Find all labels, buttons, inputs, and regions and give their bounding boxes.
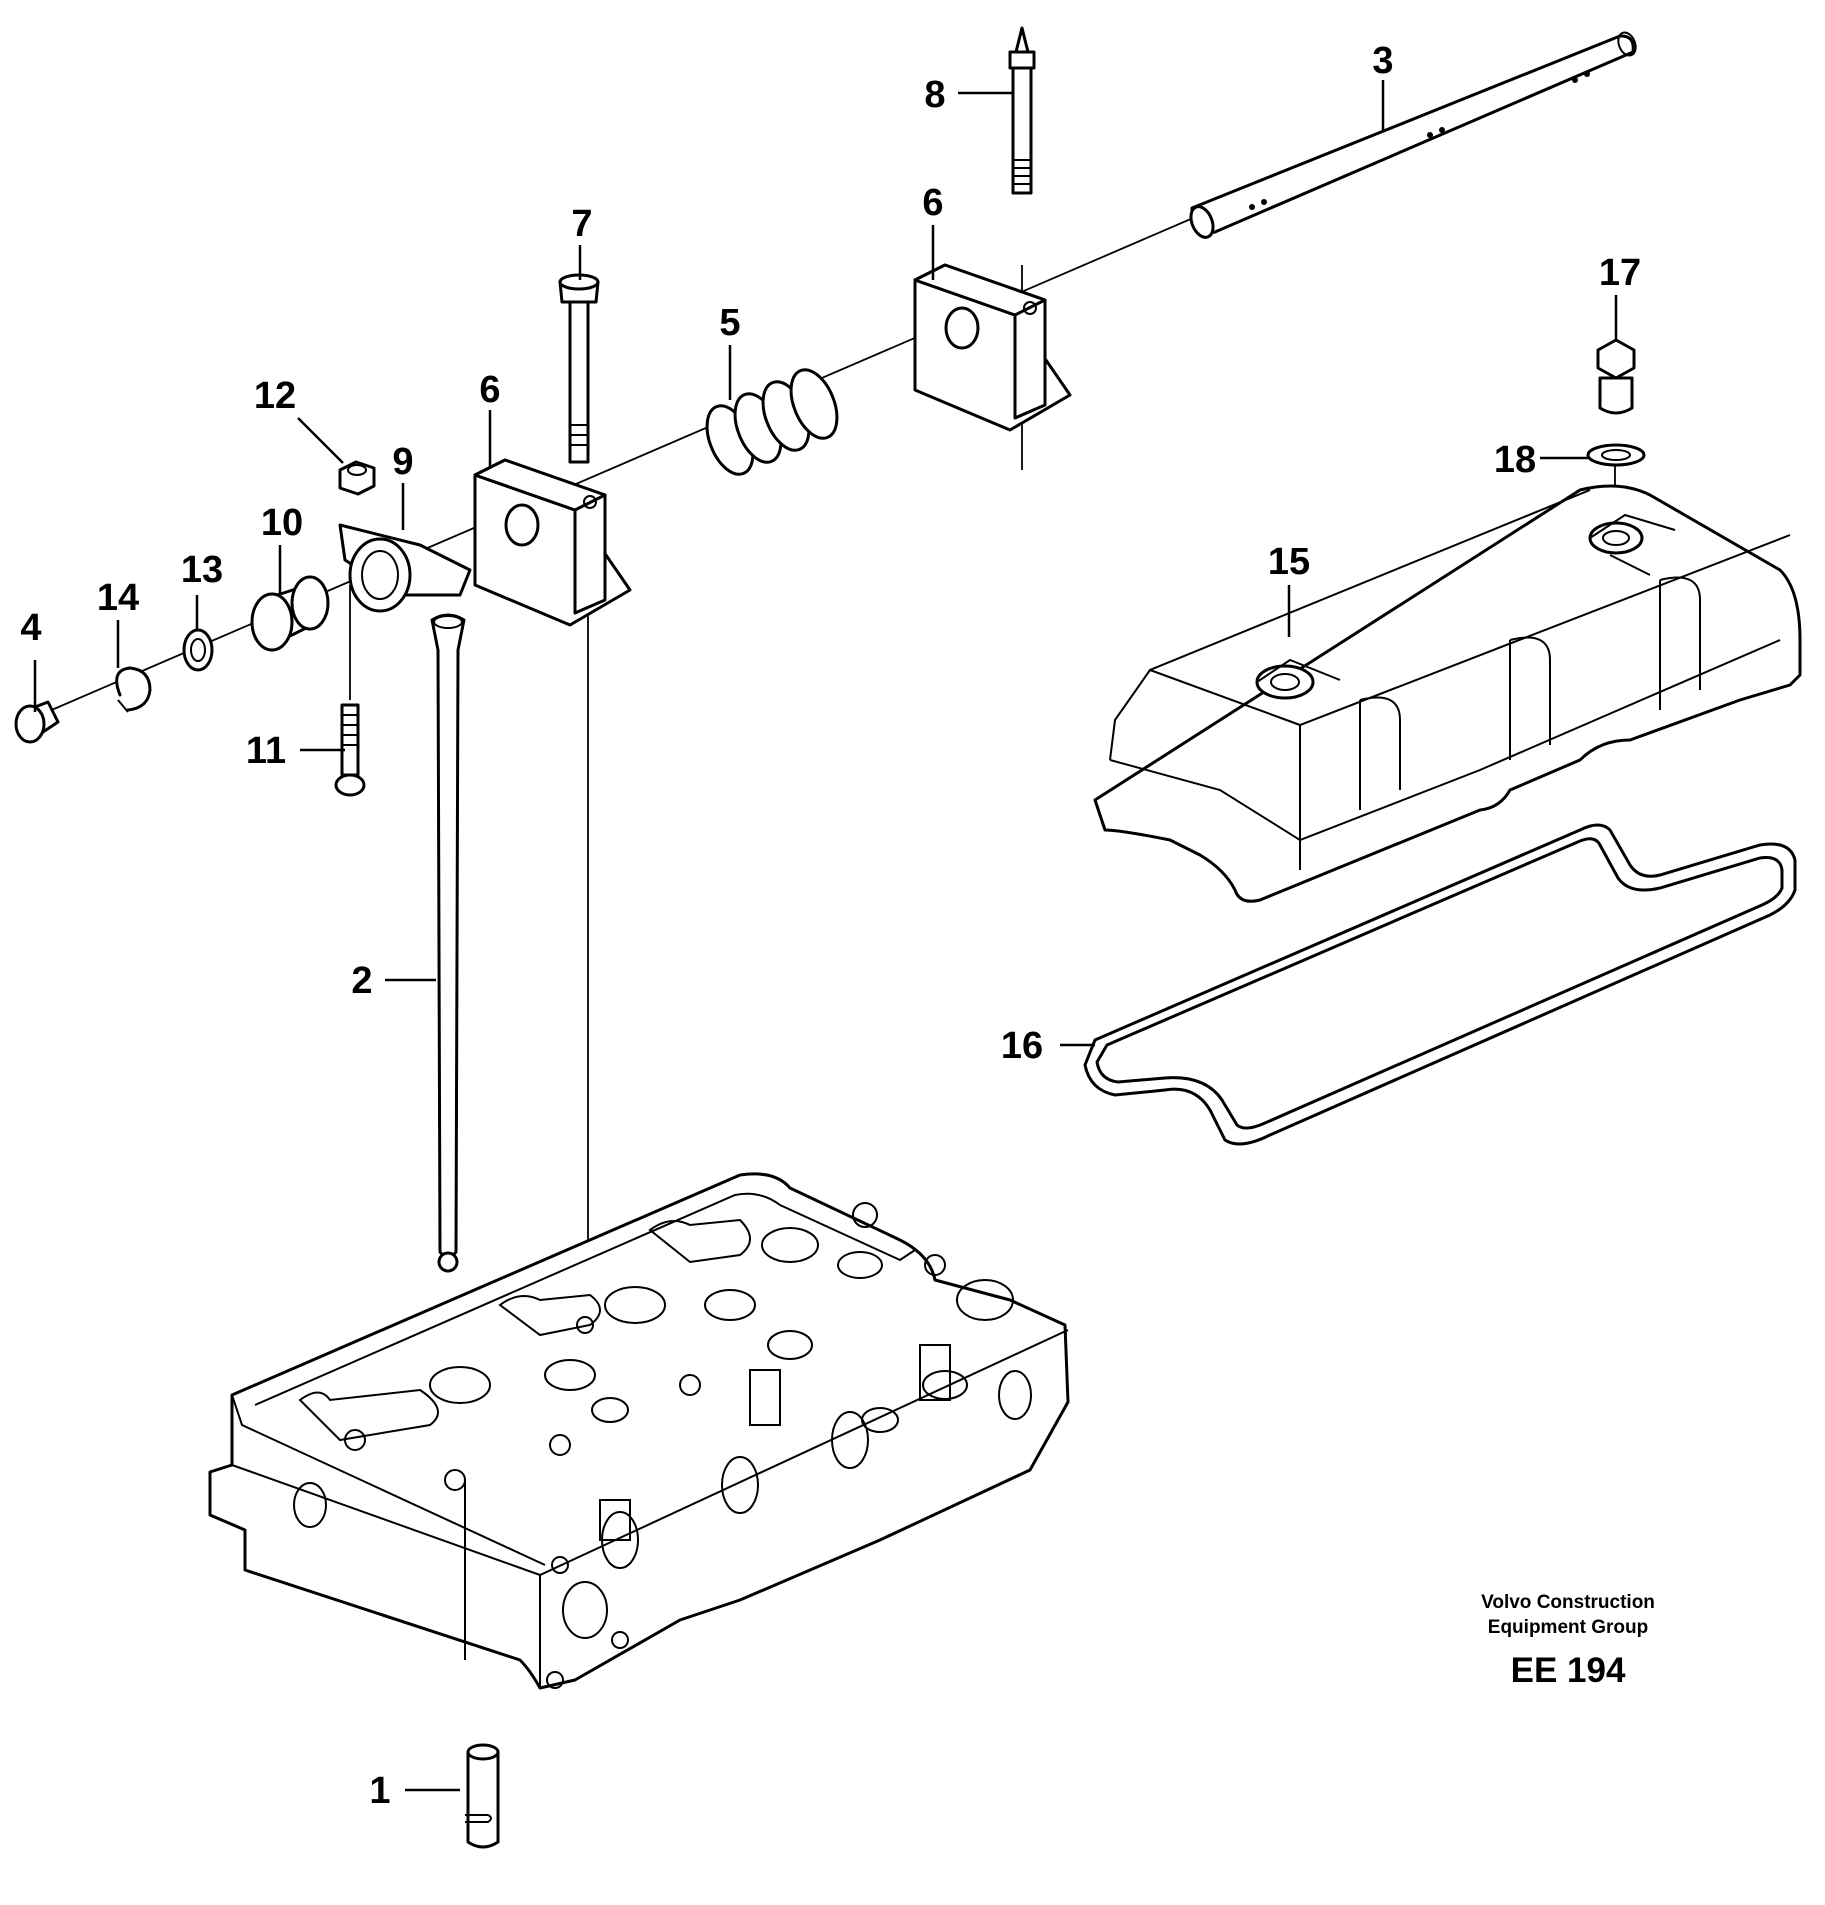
- callout-14: 14: [97, 577, 139, 619]
- cylinder-head: [208, 1172, 1070, 1690]
- rocker-shaft: [1189, 31, 1637, 239]
- credit-line-1: Volvo Construction: [1481, 1592, 1655, 1613]
- rocker-bracket-right: [913, 263, 1072, 432]
- callout-numbers: 1 2 3 4 5 6 6 7 8 9 10 11 12 13 14 15 16…: [20, 40, 1641, 1812]
- rocker-bushing: [250, 575, 330, 652]
- callout-10: 10: [261, 502, 303, 544]
- shaft-end-plug: [14, 700, 60, 744]
- circlip: [115, 666, 152, 713]
- callout-7: 7: [571, 203, 592, 245]
- shaft-washer: [182, 628, 214, 672]
- valve-cover: [1093, 484, 1802, 903]
- callout-12: 12: [254, 375, 296, 417]
- credit-line-2: Equipment Group: [1488, 1617, 1648, 1638]
- callout-17: 17: [1599, 252, 1641, 294]
- callout-leaders: [33, 80, 1618, 1792]
- callout-13: 13: [181, 549, 223, 591]
- valve-tappet: [465, 1743, 500, 1849]
- callout-4: 4: [20, 607, 41, 649]
- callout-6-left: 6: [479, 369, 500, 411]
- callout-5: 5: [719, 302, 740, 344]
- valve-cover-gasket: [1083, 823, 1797, 1146]
- callout-11: 11: [246, 730, 286, 772]
- adjusting-nut: [338, 460, 376, 496]
- callout-8: 8: [924, 74, 945, 116]
- oil-filler-bolt: [1596, 338, 1636, 415]
- diagram-credit: Volvo Construction Equipment Group EE 19…: [1481, 1592, 1655, 1690]
- rocker-arm: [338, 523, 472, 613]
- callout-6-right: 6: [922, 182, 943, 224]
- callout-3: 3: [1372, 40, 1393, 82]
- callout-1: 1: [369, 1770, 390, 1812]
- bracket-screw-8: [1008, 26, 1036, 195]
- callout-2: 2: [351, 960, 372, 1002]
- push-rod: [430, 613, 466, 1273]
- adjusting-screw: [334, 703, 366, 797]
- callout-18: 18: [1494, 439, 1536, 481]
- callout-16: 16: [1001, 1025, 1043, 1067]
- figure-reference: EE 194: [1511, 1651, 1626, 1690]
- bracket-bolt-7: [558, 273, 600, 464]
- callout-15: 15: [1268, 541, 1310, 583]
- callout-9: 9: [392, 441, 413, 483]
- rocker-shaft-spring: [705, 368, 839, 476]
- sealing-washer: [1586, 443, 1646, 467]
- rocker-bracket-left: [473, 458, 632, 627]
